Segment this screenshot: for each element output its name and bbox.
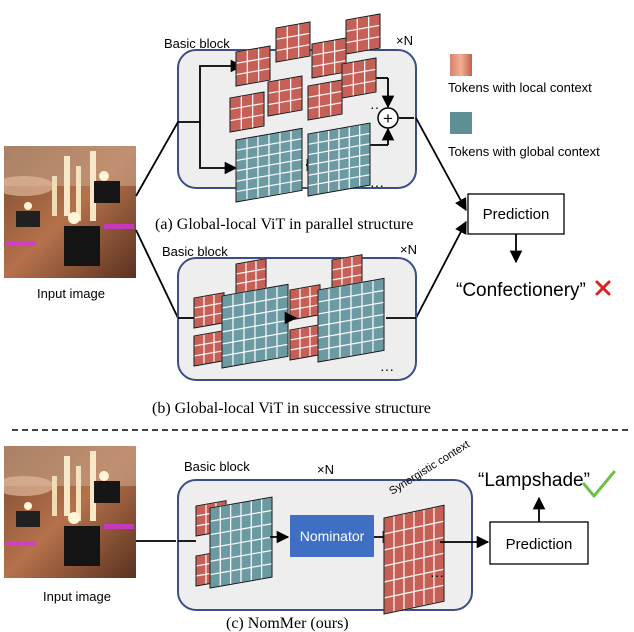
panel-a: Basic block ×N + ·· ··· (a) Global-local… [155,13,417,233]
local-token-grid [345,13,381,55]
local-token-grid [289,324,321,361]
dots-b: ··· [380,361,394,377]
global-token-grid [317,277,385,363]
result-top: “Confectionery” [456,280,586,301]
global-token-grid [221,283,289,369]
block-label-b: Basic block [162,244,228,259]
local-token-grid [383,504,445,615]
global-token-grid [209,496,273,589]
local-token-grid [229,91,265,133]
local-token-grid [235,45,271,87]
legend-local-label: Tokens with local context [448,80,592,95]
input-image-top: Input image [4,146,136,301]
local-token-grid [193,330,225,367]
local-token-grid [311,37,347,79]
repeat-label-c: ×N [317,462,334,477]
check-icon [582,470,616,498]
panel-b: Basic block ×N ··· (b) Global-local ViT … [152,242,431,417]
repeat-label-a: ×N [396,33,413,48]
dots-top-a: ·· [370,99,379,115]
dots-c: ··· [430,567,444,583]
block-label-c: Basic block [184,459,250,474]
local-token-grid [275,21,311,63]
local-token-grid [341,57,377,99]
input-label-bottom: Input image [43,589,111,604]
legend-global-label: Tokens with global context [448,144,600,159]
legend-local-swatch [450,54,472,76]
caption-c: (c) NomMer (ours) [226,615,349,632]
global-token-grid [235,127,303,203]
caption-a: (a) Global-local ViT in parallel structu… [155,216,413,233]
repeat-label-b: ×N [400,242,417,257]
local-token-grid [193,292,225,329]
nominator-box [290,515,374,557]
block-label-a: Basic block [164,36,230,51]
panel-c: Basic block ×N Nominator Synergistic con… [177,438,490,615]
prediction-label-top: Prediction [483,206,550,223]
legend-global-swatch [450,112,472,134]
legend: Tokens with local context Tokens with gl… [448,54,600,159]
nominator-label: Nominator [300,528,365,544]
input-image-bottom: Input image [4,446,136,604]
caption-b: (b) Global-local ViT in successive struc… [152,400,431,417]
add-operator [377,107,399,129]
global-token-grid [307,122,371,197]
input-label-top: Input image [37,286,105,301]
local-token-grid [289,284,321,321]
local-token-grid [267,75,303,117]
cross-icon [595,280,611,296]
dots-bottom-a: ··· [370,177,384,193]
add-symbol: + [383,109,393,128]
prediction-label-bottom: Prediction [506,536,573,553]
local-token-grid [307,79,343,121]
result-bottom: “Lampshade” [478,470,590,491]
